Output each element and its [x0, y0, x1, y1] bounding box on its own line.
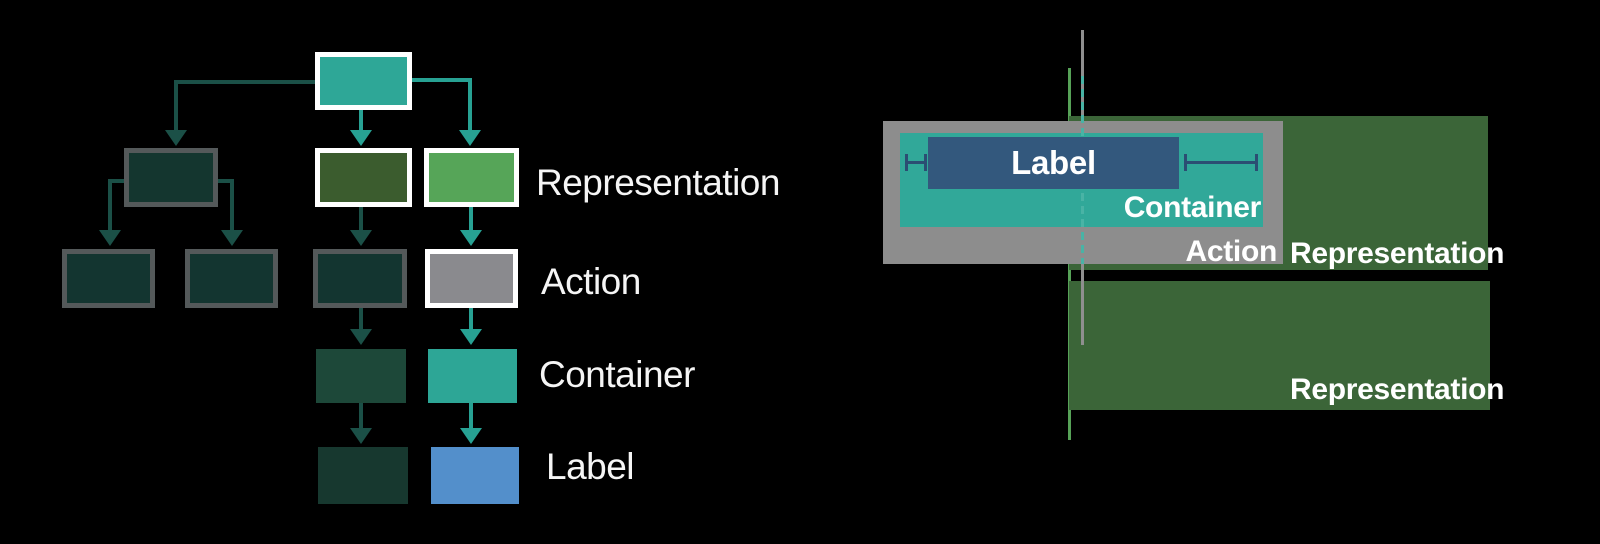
tree-box-dim-4 — [313, 249, 407, 308]
tree-connector-root-middle — [359, 110, 363, 132]
tree-connector-root-right-drop — [468, 78, 472, 132]
overlay-label-box: Label — [928, 137, 1179, 189]
padding-indicator-right — [1184, 154, 1258, 171]
arrow-down-icon — [350, 329, 372, 345]
arrow-down-icon — [350, 130, 372, 146]
tree-box-action — [425, 249, 518, 308]
padding-indicator-left — [905, 154, 927, 171]
tree-arrow-middle-3 — [359, 308, 363, 330]
representation-panel-bottom — [1069, 281, 1490, 410]
tree-root-container-box — [315, 52, 412, 110]
tree-box-container — [428, 349, 517, 403]
legend-label: Label — [546, 446, 635, 487]
tree-arrow-right-3 — [469, 308, 473, 330]
tree-box-dim-3 — [185, 249, 278, 308]
tree-connector-root-right — [410, 78, 472, 82]
tree-connector-dim-left — [108, 179, 126, 183]
measure-line — [905, 161, 927, 164]
representation-bottom-text: Representation — [1290, 373, 1505, 406]
arrow-down-icon — [221, 230, 243, 246]
tree-connector-dim-left-drop — [108, 179, 112, 232]
overlay-label-text: Label — [1011, 144, 1096, 181]
measure-line — [1184, 161, 1258, 164]
legend-action: Action — [541, 261, 641, 302]
representation-top-text: Representation — [1290, 237, 1505, 270]
arrow-down-icon — [99, 230, 121, 246]
tree-box-representation-dark — [315, 148, 412, 207]
tree-connector-dim-right — [216, 179, 234, 183]
tree-connector-root-left — [174, 80, 315, 84]
tree-box-label — [431, 447, 519, 504]
tree-box-dim-2 — [62, 249, 155, 308]
overlay-container-text: Container — [1123, 191, 1262, 224]
overlay-action-text: Action — [1185, 235, 1277, 268]
tree-arrow-middle-2 — [359, 207, 363, 231]
arrow-down-icon — [350, 428, 372, 444]
tree-arrow-middle-4 — [359, 403, 363, 429]
tree-box-dim-1 — [124, 148, 218, 207]
arrow-down-icon — [350, 230, 372, 246]
measure-cap-icon — [1255, 154, 1258, 171]
tree-arrow-right-2 — [469, 207, 473, 231]
tree-connector-root-left-drop — [174, 80, 178, 130]
arrow-down-icon — [459, 130, 481, 146]
measure-cap-icon — [924, 154, 927, 171]
tree-box-representation — [424, 148, 519, 207]
tree-box-dim-5 — [316, 349, 406, 403]
tree-box-dim-6 — [318, 447, 408, 504]
legend-representation: Representation — [536, 162, 780, 203]
arrow-down-icon — [165, 130, 187, 146]
tree-arrow-right-4 — [469, 403, 473, 429]
arrow-down-icon — [460, 428, 482, 444]
arrow-down-icon — [460, 329, 482, 345]
tree-connector-dim-right-drop — [230, 179, 234, 232]
arrow-down-icon — [460, 230, 482, 246]
legend-container: Container — [539, 354, 695, 395]
